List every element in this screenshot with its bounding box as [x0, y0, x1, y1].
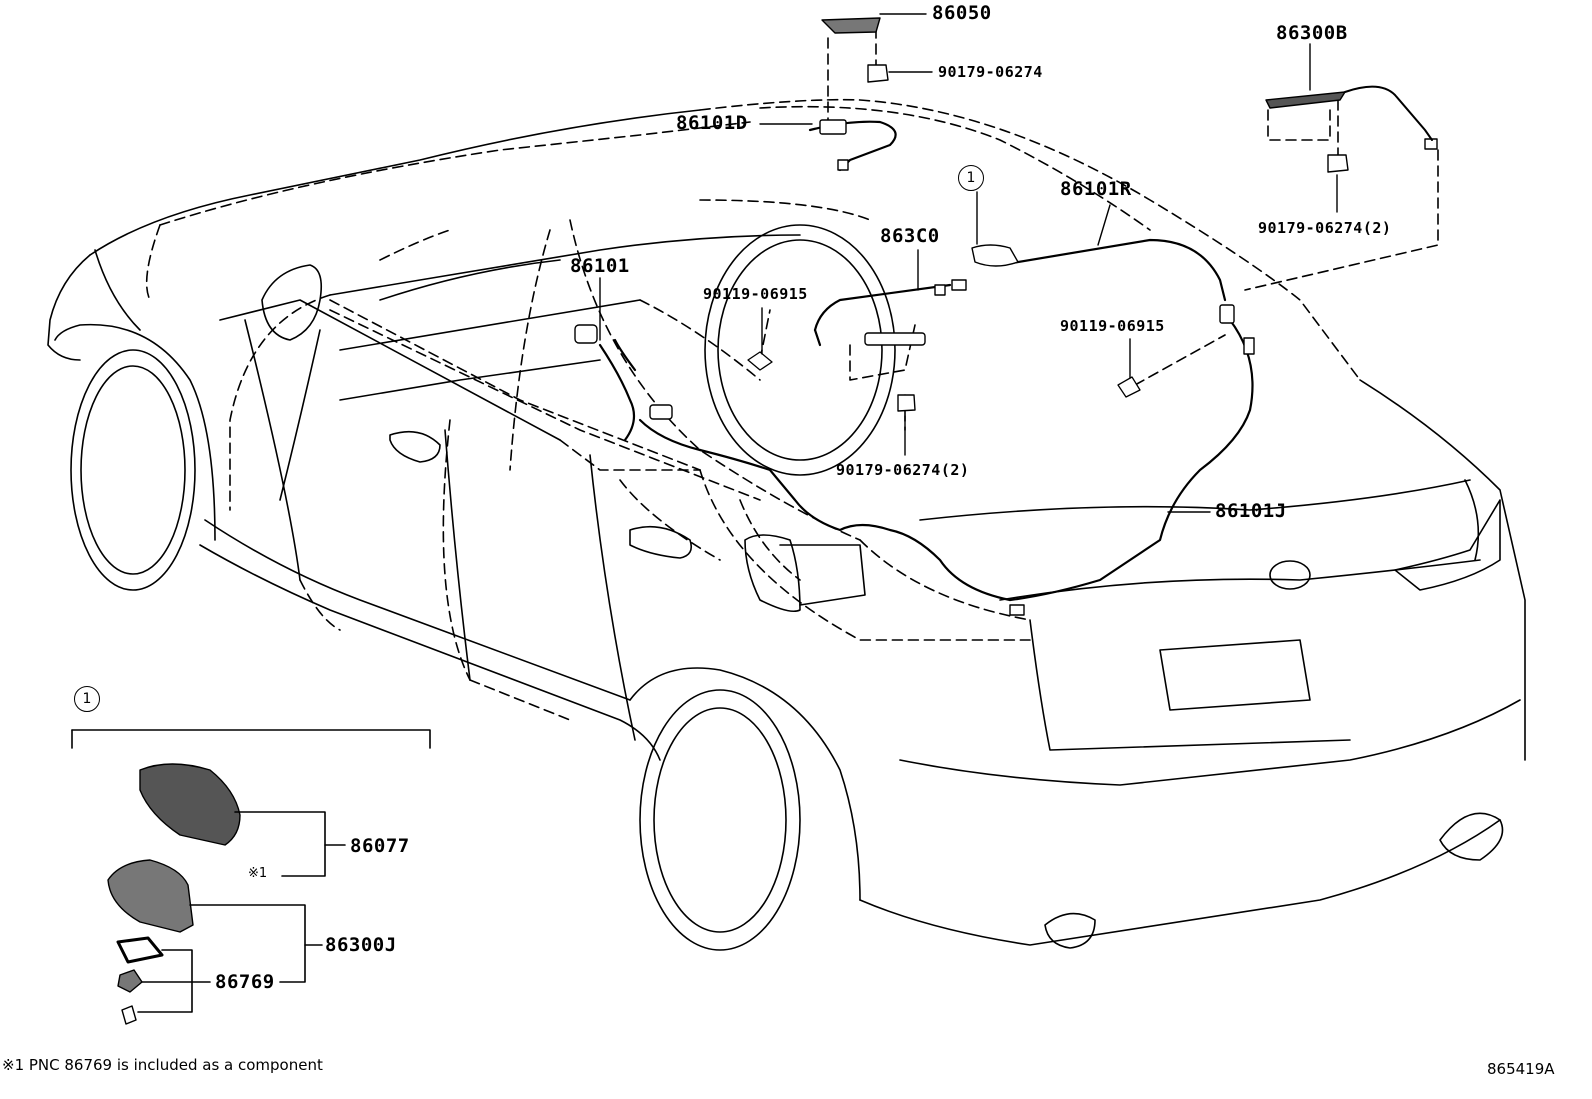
callout-90179-06274-2-mid[interactable]: 90179-06274(2) [836, 461, 970, 479]
clip-90179-top [867, 64, 889, 83]
part-86300B [1265, 91, 1346, 109]
connectors [574, 119, 1438, 616]
bolt-90119-left [747, 351, 773, 371]
circle-marker-main: 1 [958, 165, 984, 191]
clip-90179-mid [897, 394, 916, 412]
callout-863C0[interactable]: 863C0 [880, 225, 940, 247]
phantom-lines [145, 27, 1439, 721]
nut [117, 969, 143, 993]
shark-fin-cover [139, 763, 241, 846]
antenna-harness [598, 120, 1254, 602]
callout-86077[interactable]: 86077 [350, 835, 410, 857]
callout-86300J[interactable]: 86300J [325, 934, 397, 956]
part-86050 [821, 17, 881, 34]
callout-86050[interactable]: 86050 [932, 2, 992, 24]
callout-90119-06915-right[interactable]: 90119-06915 [1060, 317, 1165, 335]
callout-86101D[interactable]: 86101D [676, 112, 748, 134]
diagram-id: 865419A [1487, 1060, 1555, 1078]
screw [121, 1005, 137, 1025]
callout-90119-06915-left[interactable]: 90119-06915 [703, 285, 808, 303]
bolt-90119-right [1117, 376, 1141, 398]
antenna-body [107, 859, 194, 933]
callout-90179-06274-top[interactable]: 90179-06274 [938, 63, 1043, 81]
callout-86769[interactable]: 86769 [215, 971, 275, 993]
leader-lines [599, 13, 1338, 513]
antenna-base [971, 244, 1019, 267]
callout-86300B[interactable]: 86300B [1276, 22, 1348, 44]
note-mark: ※1 [248, 866, 268, 881]
gasket [116, 936, 164, 964]
callout-86101R[interactable]: 86101R [1060, 178, 1132, 200]
footer-note: ※1 PNC 86769 is included as a component [2, 1056, 323, 1074]
car-body-outline [47, 109, 1526, 951]
inset-parts [71, 729, 431, 1025]
callout-90179-06274-2-right[interactable]: 90179-06274(2) [1258, 219, 1392, 237]
clip-90179-right [1327, 154, 1349, 173]
callout-86101[interactable]: 86101 [570, 255, 630, 277]
callout-86101J[interactable]: 86101J [1215, 500, 1287, 522]
circle-marker-inset: 1 [74, 686, 100, 712]
